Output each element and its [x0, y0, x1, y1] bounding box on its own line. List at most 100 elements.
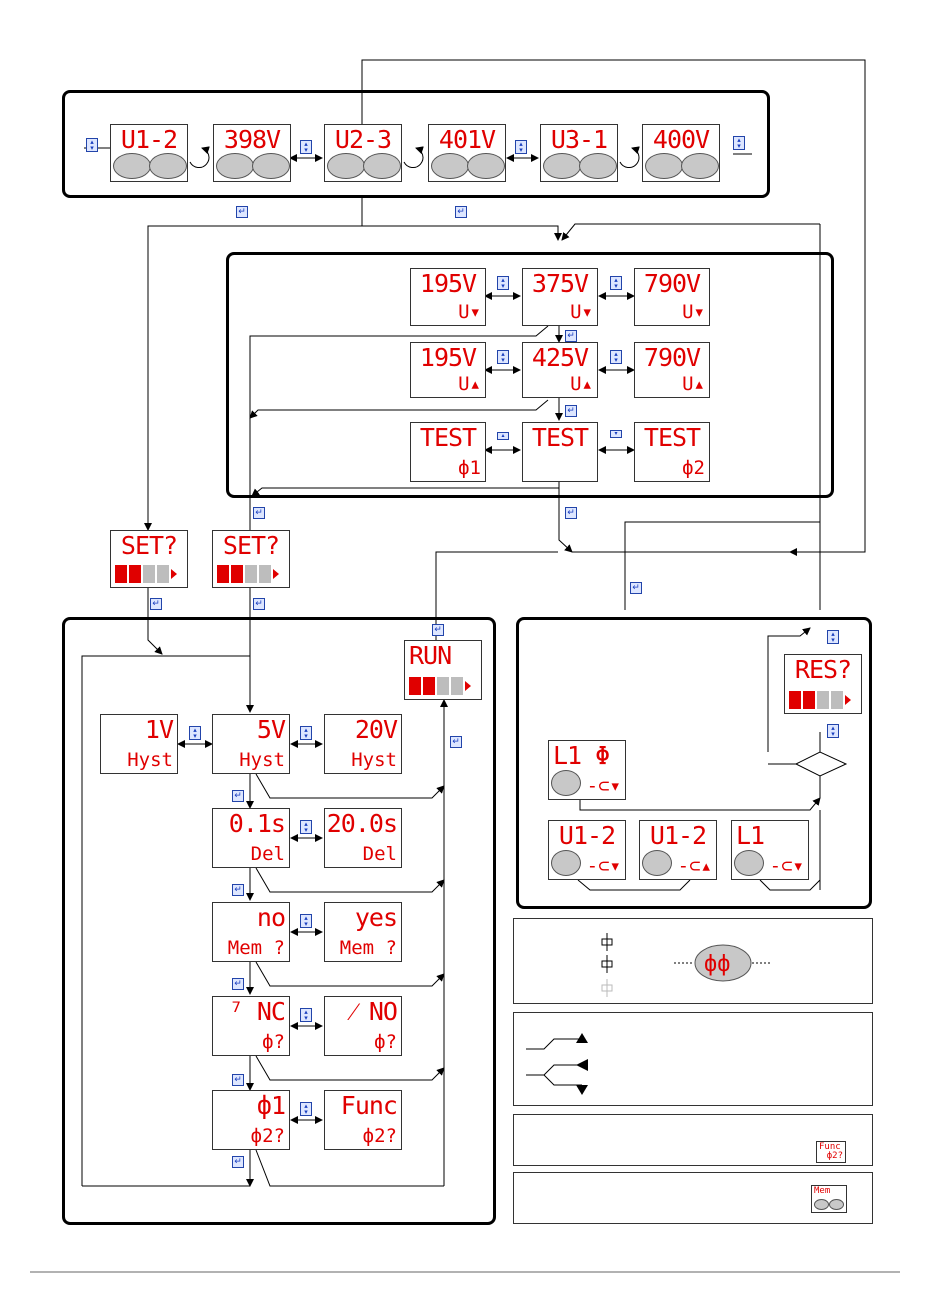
lcd-l1-phi[interactable]: L1 Φ -⊂▾: [548, 740, 626, 800]
enter-key-icon[interactable]: ↵: [565, 330, 577, 342]
phase-oval: [579, 153, 617, 179]
lcd-set-1[interactable]: SET?: [110, 530, 188, 588]
enter-key-icon[interactable]: ↵: [232, 1156, 244, 1168]
status-frame: [516, 617, 872, 909]
mini-lcd-sub: ф2?: [826, 1151, 843, 1161]
enter-key-icon[interactable]: ↵: [455, 206, 467, 218]
phase-oval: [543, 153, 581, 179]
lcd-400v[interactable]: 400V: [642, 124, 720, 182]
updown-key-icon[interactable]: ▴▾: [300, 1102, 312, 1116]
lcd-func-1[interactable]: ф1 ф2?: [212, 1090, 290, 1150]
updown-key-icon[interactable]: ▴▾: [497, 276, 509, 290]
phase-oval: [363, 153, 401, 179]
phase-oval: [551, 850, 581, 876]
phase-oval: [551, 770, 581, 796]
lcd-threshold-low-1[interactable]: 195V U▾: [410, 268, 486, 326]
lcd-text: no: [256, 903, 286, 932]
updown-key-icon[interactable]: ▴▾: [610, 350, 622, 364]
down-key-icon[interactable]: ▾: [610, 430, 622, 438]
lcd-relay-no[interactable]: ⁄ NO ф?: [324, 996, 402, 1056]
enter-key-icon[interactable]: ↵: [432, 624, 444, 636]
lcd-sub: Hyst: [239, 749, 285, 771]
lcd-l1-fail[interactable]: L1 -⊂▾: [731, 820, 809, 880]
lcd-func-2[interactable]: Func ф2?: [324, 1090, 402, 1150]
lcd-sub: U▴: [458, 373, 481, 395]
enter-key-icon[interactable]: ↵: [450, 736, 462, 748]
lcd-set-2[interactable]: SET?: [212, 530, 290, 588]
lcd-test-2[interactable]: TEST ф2: [634, 422, 710, 482]
phase-oval: [216, 153, 254, 179]
lcd-threshold-low-3[interactable]: 790V U▾: [634, 268, 710, 326]
lcd-text: yes: [354, 903, 398, 932]
mini-lcd-text: Func: [819, 1142, 841, 1152]
lcd-relay-nc[interactable]: ⁷ NC ф?: [212, 996, 290, 1056]
lcd-u12[interactable]: U1-2: [110, 124, 188, 182]
lcd-hyst-1[interactable]: 1V Hyst: [100, 714, 178, 774]
updown-key-icon[interactable]: ▴▾: [86, 138, 98, 152]
lcd-hyst-5[interactable]: 5V Hyst: [212, 714, 290, 774]
updown-key-icon[interactable]: ▴▾: [300, 140, 312, 154]
lcd-text: ⁄ NO: [351, 997, 398, 1026]
relay-off-icon: -⊂▾: [586, 855, 621, 877]
lcd-test-1[interactable]: TEST ф1: [410, 422, 486, 482]
legend-mem: Mem: [513, 1172, 873, 1224]
lcd-text: U1-2: [649, 821, 707, 850]
lcd-398v[interactable]: 398V: [213, 124, 291, 182]
updown-key-icon[interactable]: ▴▾: [189, 726, 201, 740]
lcd-text: 1V: [144, 715, 174, 744]
enter-key-icon[interactable]: ↵: [150, 598, 162, 610]
updown-key-icon[interactable]: ▴▾: [610, 276, 622, 290]
lcd-text: U1-2: [120, 125, 178, 154]
enter-key-icon[interactable]: ↵: [630, 582, 642, 594]
lcd-sub: Mem ?: [227, 937, 285, 959]
lcd-threshold-low-2[interactable]: 375V U▾: [522, 268, 598, 326]
relay-symbol-icon: [526, 1033, 588, 1095]
lcd-hyst-20[interactable]: 20V Hyst: [324, 714, 402, 774]
lcd-text: ⁷ NC: [228, 997, 286, 1026]
enter-key-icon[interactable]: ↵: [253, 507, 265, 519]
updown-key-icon[interactable]: ▴▾: [300, 820, 312, 834]
enter-key-icon[interactable]: ↵: [253, 598, 265, 610]
enter-key-icon[interactable]: ↵: [236, 206, 248, 218]
lcd-del-20[interactable]: 20.0s Del: [324, 808, 402, 868]
lcd-threshold-high-1[interactable]: 195V U▴: [410, 342, 486, 398]
lcd-test[interactable]: TEST: [522, 422, 598, 482]
updown-key-icon[interactable]: ▴▾: [300, 726, 312, 740]
lcd-u12-low[interactable]: U1-2 -⊂▾: [548, 820, 626, 880]
lcd-run[interactable]: RUN: [404, 640, 482, 700]
lcd-sub: Hyst: [351, 749, 397, 771]
up-key-icon[interactable]: ▴: [497, 432, 509, 440]
lcd-mem-no[interactable]: no Mem ?: [212, 902, 290, 962]
lcd-u12-high[interactable]: U1-2 -⊂▴: [639, 820, 717, 880]
enter-key-icon[interactable]: ↵: [232, 978, 244, 990]
updown-key-icon[interactable]: ▴▾: [497, 350, 509, 364]
enter-key-icon[interactable]: ↵: [232, 884, 244, 896]
phase-oval: [467, 153, 505, 179]
lcd-text: SET?: [120, 531, 178, 560]
lcd-u23[interactable]: U2-3: [324, 124, 402, 182]
lcd-401v[interactable]: 401V: [428, 124, 506, 182]
updown-key-icon[interactable]: ▴▾: [300, 1008, 312, 1022]
phase-oval: [829, 1199, 844, 1210]
lcd-text: 790V: [643, 343, 701, 372]
lcd-text: U3-1: [550, 125, 608, 154]
lcd-text: RUN: [409, 641, 452, 670]
updown-key-icon[interactable]: ▴▾: [827, 630, 839, 644]
enter-key-icon[interactable]: ↵: [565, 405, 577, 417]
updown-key-icon[interactable]: ▴▾: [300, 914, 312, 928]
lcd-u31[interactable]: U3-1: [540, 124, 618, 182]
lcd-del-01[interactable]: 0.1s Del: [212, 808, 290, 868]
updown-key-icon[interactable]: ▴▾: [827, 724, 839, 738]
updown-key-icon[interactable]: ▴▾: [733, 136, 745, 150]
relay-off-icon: -⊂▾: [586, 775, 621, 797]
lcd-res[interactable]: RES?: [784, 654, 862, 714]
enter-key-icon[interactable]: ↵: [232, 790, 244, 802]
lcd-threshold-high-2[interactable]: 425V U▴: [522, 342, 598, 398]
enter-key-icon[interactable]: ↵: [232, 1074, 244, 1086]
lcd-text: 0.1s: [228, 809, 286, 838]
lcd-mem-yes[interactable]: yes Mem ?: [324, 902, 402, 962]
lcd-sub: Del: [250, 843, 285, 865]
enter-key-icon[interactable]: ↵: [565, 507, 577, 519]
lcd-threshold-high-3[interactable]: 790V U▴: [634, 342, 710, 398]
updown-key-icon[interactable]: ▴▾: [515, 140, 527, 154]
